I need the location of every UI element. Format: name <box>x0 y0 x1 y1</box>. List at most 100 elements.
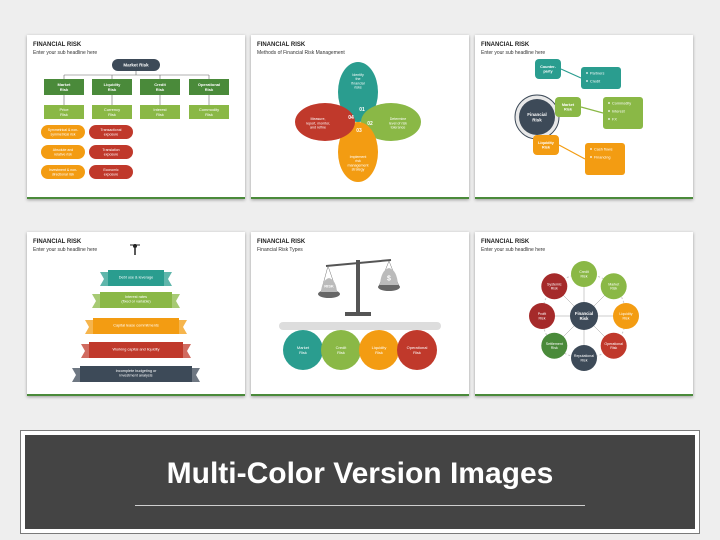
list-item-label: Credit <box>590 79 601 83</box>
petal-number: 03 <box>356 128 362 134</box>
ribbon-label: Capital lease commitments <box>113 323 159 327</box>
petal-number: 04 <box>348 115 354 121</box>
risk-node <box>529 303 555 329</box>
sub-branch-node <box>44 105 84 119</box>
risk-node <box>600 332 627 359</box>
slide-title: FINANCIAL RISK <box>33 239 82 245</box>
slide-thumbnail-hierarchy[interactable]: FINANCIAL RISK Enter your sub headline h… <box>27 35 245 199</box>
petal-bottom <box>338 122 378 182</box>
risk-node <box>541 273 568 300</box>
list-box <box>585 143 625 175</box>
money-bag-label: $ <box>387 275 391 282</box>
ribbon-body <box>100 292 172 308</box>
slide-thumbnail-scale[interactable]: FINANCIAL RISK Financial Risk Types RISK… <box>251 232 469 396</box>
root-node <box>112 59 160 71</box>
list-item-label: Commodity <box>612 101 631 105</box>
slide-subtitle: Methods of Financial Risk Management <box>257 50 345 56</box>
banner-title: Multi-Color Version Images <box>166 457 554 490</box>
petal-label: Measure,report, monitor,and refine <box>306 117 330 130</box>
branch-node <box>533 135 559 155</box>
ribbon-tail-left <box>100 272 108 286</box>
list-item-label: Partners <box>590 71 604 75</box>
branch-node <box>92 79 132 95</box>
ribbon-label: Interest rates(fixed or variable) <box>121 295 151 304</box>
slide-footer-bar <box>475 197 693 199</box>
branch-node <box>44 79 84 95</box>
petal-left <box>295 103 355 141</box>
slide-title: FINANCIAL RISK <box>481 239 530 245</box>
bullet <box>586 72 588 74</box>
root-node-label: Market Risk <box>123 63 149 68</box>
petal-right <box>361 103 421 141</box>
slide-thumbnail-radial[interactable]: FINANCIAL RISK Enter your sub headline h… <box>475 35 693 199</box>
left-item-node <box>41 145 85 159</box>
bullet <box>608 118 610 120</box>
bullet <box>608 102 610 104</box>
list-item-label: Financing <box>594 155 610 159</box>
slide-thumbnail-ring[interactable]: FINANCIAL RISK Enter your sub headline h… <box>475 232 693 396</box>
right-item-node <box>89 145 133 159</box>
sub-branch-node <box>92 105 132 119</box>
ribbon-body <box>93 318 179 334</box>
petal-number: 01 <box>359 107 365 113</box>
banner-underline <box>135 505 585 506</box>
slide-subtitle: Financial Risk Types <box>257 247 303 253</box>
slide-thumbnail-methods[interactable]: FINANCIAL RISK Methods of Financial Risk… <box>251 35 469 199</box>
ribbon-body <box>108 270 164 286</box>
slide-title: FINANCIAL RISK <box>257 239 306 245</box>
left-item-node <box>41 125 85 139</box>
scale-base <box>345 312 371 316</box>
right-item-node <box>89 165 133 179</box>
banner: Multi-Color Version Images <box>25 435 695 529</box>
list-item-label: Cash flows <box>594 147 613 151</box>
branch-node <box>140 79 180 95</box>
scale-pillar <box>356 260 360 312</box>
slide-subtitle: Enter your sub headline here <box>481 247 546 253</box>
slide-title: FINANCIAL RISK <box>33 42 82 48</box>
risk-node <box>541 332 568 359</box>
right-item-node <box>89 125 133 139</box>
petal-top <box>338 62 378 122</box>
ribbon-body <box>80 366 192 382</box>
ribbon-body <box>89 342 183 358</box>
slide-thumbnail-ribbons[interactable]: FINANCIAL RISK Enter your sub headline h… <box>27 232 245 396</box>
ribbon-label: Working capital and liquidity <box>113 347 160 351</box>
ribbon-tail-right <box>179 320 187 334</box>
connector <box>560 68 582 79</box>
scale-beam <box>325 259 392 267</box>
list-item-label: FX <box>612 117 617 121</box>
list-box <box>603 97 643 129</box>
circle-rail <box>279 322 441 330</box>
center-node <box>570 302 598 330</box>
ribbon-tail-right <box>164 272 172 286</box>
ribbon-tail-left <box>81 344 89 358</box>
risk-type-circle <box>321 330 361 370</box>
slide-footer-bar <box>27 197 245 199</box>
risk-node <box>571 261 597 287</box>
branch-node <box>535 59 561 79</box>
sub-branch-node <box>140 105 180 119</box>
slide-subtitle: Enter your sub headline here <box>33 50 98 56</box>
ribbon-tail-left <box>92 294 100 308</box>
